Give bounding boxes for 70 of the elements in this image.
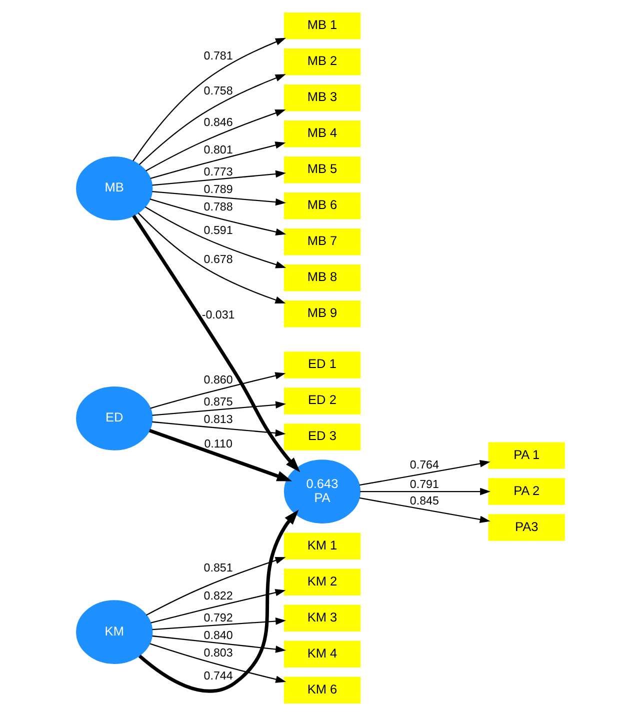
node-ellipse: ED (76, 386, 153, 450)
edge-label: 0.822 (204, 590, 233, 603)
edge-label: 0.758 (204, 84, 233, 98)
node-box: PA3 (488, 514, 565, 541)
edge-label: 0.764 (410, 458, 439, 472)
node-box: MB 6 (284, 192, 361, 220)
node-box: MB 3 (284, 84, 361, 112)
node-box: KM 1 (284, 532, 361, 560)
arrow (152, 170, 286, 186)
edge-label: -0.031 (202, 308, 235, 322)
arrow (146, 556, 286, 616)
edge-label: 0.110 (204, 437, 232, 450)
edge-label: 0.792 (204, 612, 233, 625)
node-box: PA 2 (488, 478, 565, 505)
edge-label: 0.851 (204, 562, 233, 575)
arrow (152, 421, 286, 437)
edge-label: 0.744 (204, 670, 233, 683)
node-box: ED 3 (284, 424, 361, 450)
node-box: MB 9 (284, 300, 361, 328)
arrow (132, 38, 286, 162)
edge-label: 0.678 (204, 252, 233, 266)
edge-label: 0.801 (204, 144, 233, 157)
node-ellipse: MB (76, 156, 153, 220)
edge-label: 0.845 (410, 494, 439, 508)
node-box: MB 4 (284, 120, 361, 148)
edge-label: 0.591 (204, 224, 233, 237)
arrow (150, 372, 286, 409)
node-box: KM 6 (284, 676, 361, 704)
arrow (359, 460, 490, 486)
arrow (152, 401, 286, 416)
node-box: KM 3 (284, 604, 361, 632)
arrow (138, 212, 286, 304)
arrow (150, 142, 286, 179)
node-box: PA 1 (488, 442, 565, 469)
edge-label: 0.773 (204, 166, 233, 179)
node-box: MB 8 (284, 264, 361, 292)
arrow (150, 198, 286, 236)
arrow (359, 497, 490, 524)
node-box: MB 2 (284, 48, 361, 76)
edge-label: 0.860 (204, 374, 233, 387)
node-box: KM 4 (284, 640, 361, 668)
node-box: ED 1 (284, 352, 361, 378)
arrow (152, 191, 286, 206)
arrow (150, 643, 286, 683)
arrow (146, 110, 286, 172)
arrow (144, 206, 286, 268)
node-box: KM 2 (284, 568, 361, 596)
edge-label: 0.813 (204, 413, 233, 426)
edge-label: 0.846 (204, 116, 233, 129)
edge-label: 0.789 (204, 183, 233, 196)
edge-label: 0.840 (204, 629, 233, 642)
node-box: MB 1 (284, 12, 361, 40)
node-ellipse: KM (76, 600, 153, 664)
edge-label: 0.803 (204, 646, 233, 660)
edge-label: 0.791 (410, 478, 439, 492)
edge-label: 0.781 (204, 50, 233, 63)
arrow (138, 74, 286, 166)
arrow (132, 214, 300, 472)
node-box: MB 7 (284, 228, 361, 256)
edge-label: 0.788 (204, 200, 233, 214)
arrow (152, 635, 286, 653)
edge-label: 0.875 (204, 396, 233, 409)
arrow (360, 488, 491, 496)
arrow (148, 428, 292, 482)
node-ellipse: 0.643 PA (284, 460, 361, 524)
arrow (152, 618, 286, 630)
arrow (138, 510, 299, 693)
node-box: MB 5 (284, 156, 361, 184)
node-box: ED 2 (284, 388, 361, 414)
arrow (150, 588, 286, 624)
